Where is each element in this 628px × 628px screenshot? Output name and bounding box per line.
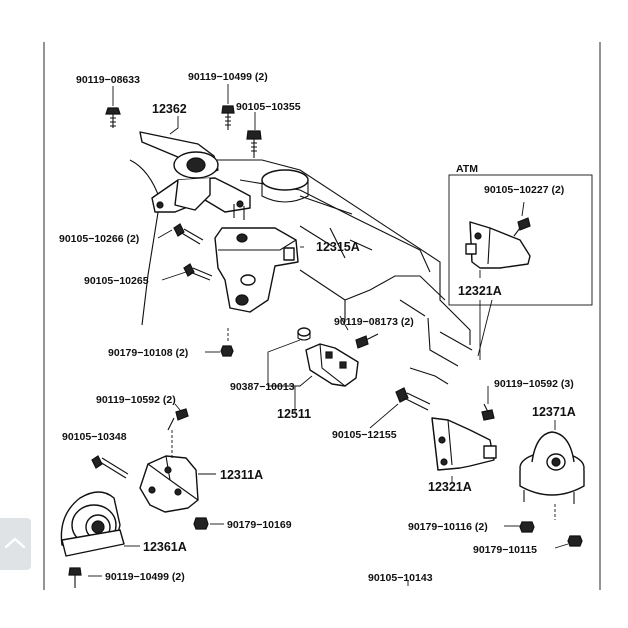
- bolt-90105-10265-icon: [183, 263, 213, 281]
- bolt-90119-08173-icon: [355, 333, 379, 349]
- atm-box-title: ATM: [456, 163, 478, 175]
- engine-block-outline: [129, 159, 473, 385]
- nut-90179-10115-icon: [567, 535, 583, 547]
- label-90119-08633: 90119−08633: [76, 74, 140, 86]
- bracket-12321A-icon: [431, 417, 497, 471]
- chevron-up-icon: [4, 537, 26, 549]
- atm-box-bolt-label: 90105−10227 (2): [484, 184, 564, 196]
- label-90105-10266: 90105−10266 (2): [59, 233, 139, 245]
- mount-12361A-icon: [60, 491, 125, 557]
- label-90179-10116: 90179−10116 (2): [408, 521, 488, 533]
- label-12371A: 12371A: [532, 405, 576, 419]
- mount-12371A-icon: [519, 431, 585, 504]
- bolt-90105-10355-icon: [246, 130, 262, 158]
- nut-90179-10108-icon: [220, 345, 234, 357]
- label-90105-10355: 90105−10355: [236, 101, 301, 113]
- label-90119-10592-left: 90119−10592 (2): [96, 394, 176, 406]
- bushing-90387-10013-icon: [297, 327, 311, 341]
- atm-detail-box: [448, 174, 593, 306]
- bolt-90119-10499-bottom-icon: [68, 567, 82, 588]
- label-90119-10592-right: 90119−10592 (3): [494, 378, 574, 390]
- atm-box-part-label: 12321A: [458, 284, 502, 298]
- label-12315A: 12315A: [316, 240, 360, 254]
- bracket-12315A-icon: [214, 227, 299, 313]
- label-90105-12155: 90105−12155: [332, 429, 397, 441]
- label-90179-10108: 90179−10108 (2): [108, 347, 188, 359]
- label-90387-10013: 90387−10013: [230, 381, 295, 393]
- bracket-12362-icon: [139, 131, 251, 220]
- label-90119-10499: 90119−10499 (2): [188, 71, 268, 83]
- mount-12511-icon: [305, 343, 359, 387]
- label-12361A: 12361A: [143, 540, 187, 554]
- bolt-90119-10592-left-icon: [167, 408, 189, 431]
- label-90105-10265: 90105−10265: [84, 275, 149, 287]
- nut-90179-10169-icon: [193, 517, 209, 530]
- bolt-90119-10499-icon: [221, 105, 235, 130]
- scroll-top-button[interactable]: [0, 518, 31, 570]
- label-90119-08173: 90119−08173 (2): [334, 316, 414, 328]
- bracket-12311A-icon: [139, 455, 199, 513]
- label-90119-10499-bottom: 90119−10499 (2): [105, 571, 185, 583]
- nut-90179-10116-icon: [519, 521, 535, 533]
- label-12321A: 12321A: [428, 480, 472, 494]
- label-90105-10143: 90105−10143: [368, 572, 433, 584]
- leader-lines: [88, 84, 569, 586]
- label-90179-10169: 90179−10169: [227, 519, 292, 531]
- label-12311A: 12311A: [220, 468, 263, 482]
- label-90179-10115: 90179−10115: [473, 544, 537, 556]
- bolt-90119-08633-icon: [105, 107, 121, 128]
- bolt-90105-10266-icon: [173, 223, 204, 245]
- bolt-90119-10592-right-icon: [481, 403, 495, 421]
- label-90105-10348: 90105−10348: [62, 431, 127, 443]
- bolt-90105-12155-icon: [395, 387, 431, 411]
- bolt-90105-10348-icon: [91, 455, 129, 479]
- label-12511: 12511: [277, 407, 311, 421]
- label-12362: 12362: [152, 102, 187, 116]
